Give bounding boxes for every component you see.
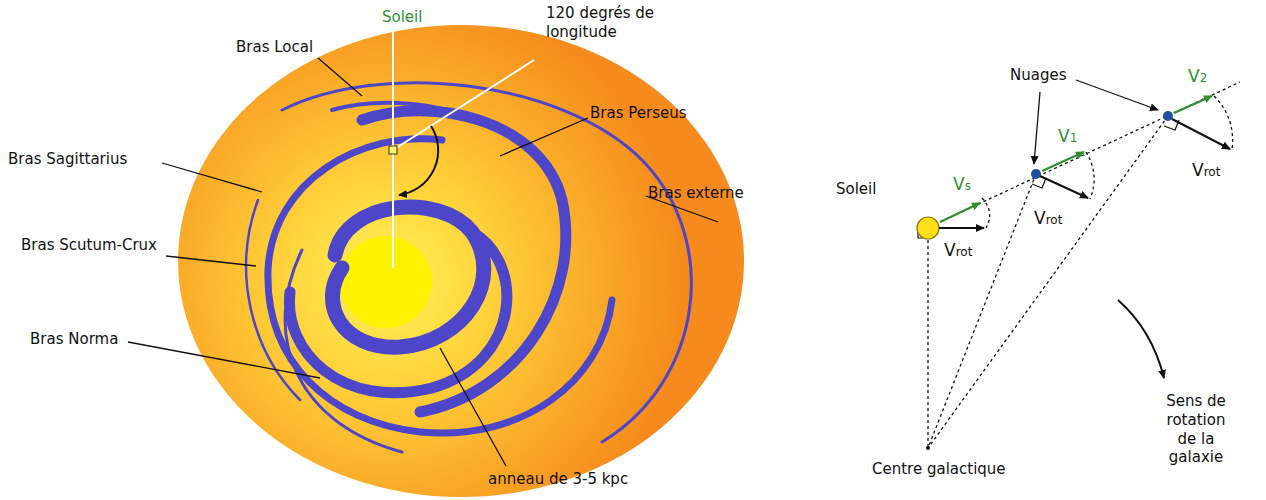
arm-label: Bras Scutum-Crux (14, 236, 164, 255)
velocity-arrows (940, 96, 1212, 222)
right-angle-marks (918, 120, 1179, 238)
velocity-label: V1 (1058, 126, 1077, 147)
sun-marker (389, 146, 397, 154)
spiral-arms (246, 83, 691, 452)
clouds-label: Nuages (1010, 66, 1066, 85)
velocity-label: Vs (953, 174, 971, 195)
galactic-centre (926, 446, 930, 450)
centre-label: Centre galactique (872, 460, 1006, 479)
rotation-velocity-label: Vrot (944, 240, 972, 261)
leader-lines (128, 58, 718, 466)
rotation-direction-arrow (1118, 300, 1164, 378)
nuages-leaders (1034, 80, 1158, 164)
arm-label: Bras Norma (30, 330, 118, 349)
rotation-direction-label: Sens de rotation de la galaxie (1158, 392, 1234, 467)
galactic-bulge (340, 236, 432, 328)
arm-label: Bras Sagittarius (8, 150, 127, 169)
sun-label: Soleil (836, 180, 876, 199)
rotation-velocity-label: Vrot (1192, 160, 1220, 181)
velocity-label: V2 (1188, 66, 1207, 87)
ring-label: anneau de 3-5 kpc (488, 470, 628, 489)
sun (917, 217, 939, 239)
cloud (1031, 169, 1041, 179)
galaxy-disc (178, 25, 744, 497)
arm-label: Bras Perseus (590, 104, 687, 123)
arm-label: Bras Local (236, 38, 313, 57)
angle-label: 120 degrés de longitude (546, 4, 658, 42)
sun-label: Soleil (382, 8, 422, 27)
rotation-velocity-label: Vrot (1034, 208, 1062, 229)
arm-label: Bras externe (648, 184, 744, 203)
cloud (1163, 111, 1173, 121)
rotation-arrows (939, 119, 1230, 228)
angle-arrow (399, 126, 438, 195)
